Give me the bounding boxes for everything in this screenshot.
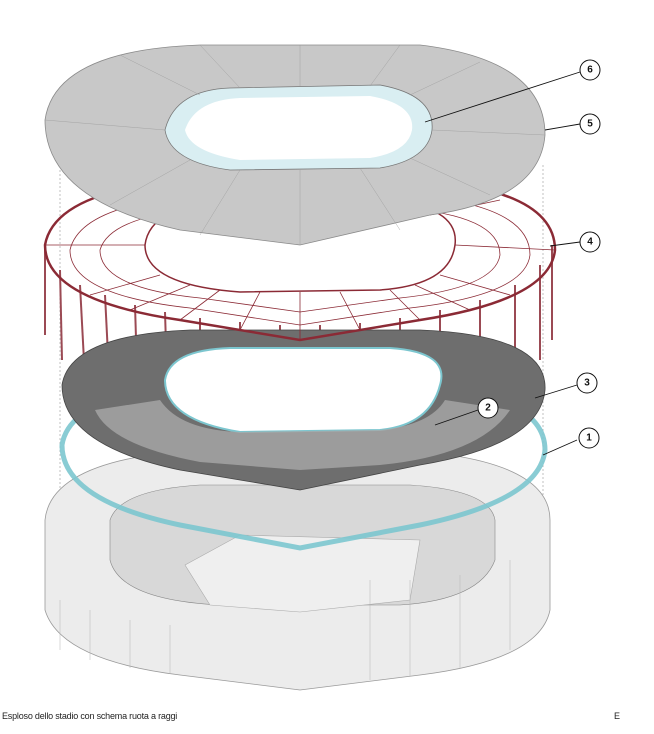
stadium-exploded-diagram: 1 2 3 4 5 6	[43, 44, 601, 691]
svg-text:6: 6	[587, 65, 593, 76]
callouts	[424, 71, 581, 456]
figure-caption: Esploso dello stadio con schema ruota a …	[2, 711, 178, 721]
stadium-bowl	[44, 454, 551, 691]
svg-text:2: 2	[485, 403, 491, 414]
roof-membrane	[44, 44, 546, 246]
callout-1: 1	[578, 427, 600, 449]
svg-text:5: 5	[587, 119, 593, 130]
tension-ring	[61, 329, 546, 491]
callout-4: 4	[579, 231, 601, 253]
callout-6: 6	[579, 59, 601, 81]
svg-text:3: 3	[584, 378, 590, 389]
svg-text:1: 1	[586, 433, 592, 444]
callout-5: 5	[579, 113, 601, 135]
svg-text:4: 4	[587, 237, 593, 248]
next-caption-fragment: E	[614, 711, 621, 721]
callout-2: 2	[477, 397, 499, 419]
callout-3: 3	[576, 372, 598, 394]
